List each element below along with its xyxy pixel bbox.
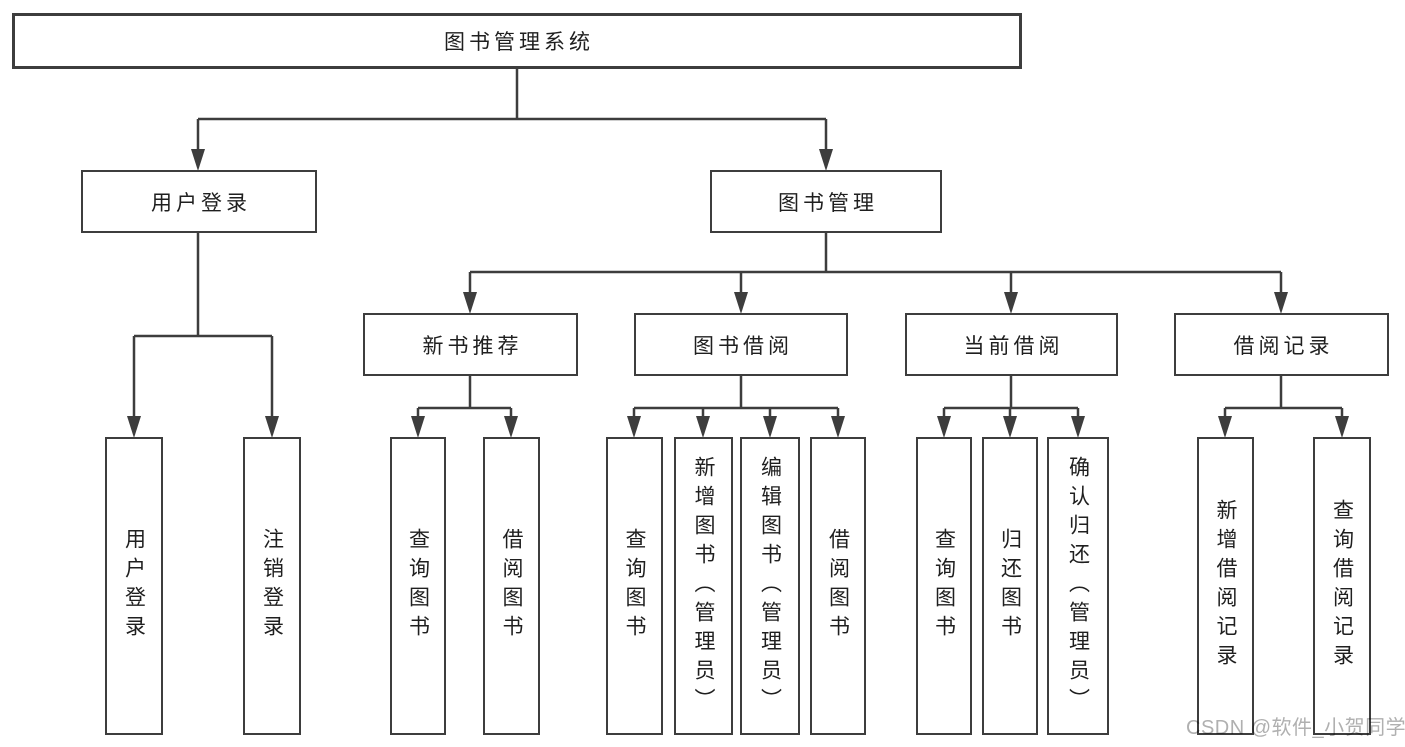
arrowhead bbox=[463, 292, 477, 314]
arrowhead bbox=[265, 416, 279, 438]
node-borrow-records: 借阅记录 bbox=[1174, 313, 1389, 376]
arrowhead bbox=[1071, 416, 1085, 438]
leaf-confirm-return-admin: 确认归还（管理员） bbox=[1047, 437, 1109, 735]
csdn-watermark: CSDN @软件_小贺同学 bbox=[1186, 717, 1405, 739]
node-library-management-system: 图书管理系统 bbox=[12, 13, 1022, 69]
leaf-query-books-borrowing: 查询图书 bbox=[606, 437, 663, 735]
arrowhead bbox=[763, 416, 777, 438]
node-new-book-recommend: 新书推荐 bbox=[363, 313, 578, 376]
leaf-return-books: 归还图书 bbox=[982, 437, 1038, 735]
arrowhead bbox=[1335, 416, 1349, 438]
leaf-add-books-admin: 新增图书（管理员） bbox=[674, 437, 733, 735]
arrowhead bbox=[504, 416, 518, 438]
arrowhead bbox=[1003, 416, 1017, 438]
arrowhead bbox=[191, 149, 205, 171]
leaf-logout: 注销登录 bbox=[243, 437, 301, 735]
node-book-borrowing: 图书借阅 bbox=[634, 313, 848, 376]
arrowhead bbox=[411, 416, 425, 438]
leaf-query-books-current: 查询图书 bbox=[916, 437, 972, 735]
arrowhead bbox=[1274, 292, 1288, 314]
arrowhead bbox=[937, 416, 951, 438]
leaf-query-borrow-record: 查询借阅记录 bbox=[1313, 437, 1371, 735]
arrowhead bbox=[734, 292, 748, 314]
arrowhead bbox=[627, 416, 641, 438]
arrowhead bbox=[819, 149, 833, 171]
arrowhead bbox=[1004, 292, 1018, 314]
node-current-borrowing: 当前借阅 bbox=[905, 313, 1118, 376]
arrowhead bbox=[1218, 416, 1232, 438]
leaf-borrow-books: 借阅图书 bbox=[810, 437, 866, 735]
arrowhead bbox=[831, 416, 845, 438]
arrowhead bbox=[127, 416, 141, 438]
node-user-login: 用户登录 bbox=[81, 170, 317, 233]
leaf-user-login: 用户登录 bbox=[105, 437, 163, 735]
leaf-borrow-books-recommend: 借阅图书 bbox=[483, 437, 540, 735]
node-book-management: 图书管理 bbox=[710, 170, 942, 233]
leaf-query-books-recommend: 查询图书 bbox=[390, 437, 446, 735]
leaf-edit-books-admin: 编辑图书（管理员） bbox=[740, 437, 800, 735]
arrowhead bbox=[696, 416, 710, 438]
leaf-add-borrow-record: 新增借阅记录 bbox=[1197, 437, 1254, 735]
